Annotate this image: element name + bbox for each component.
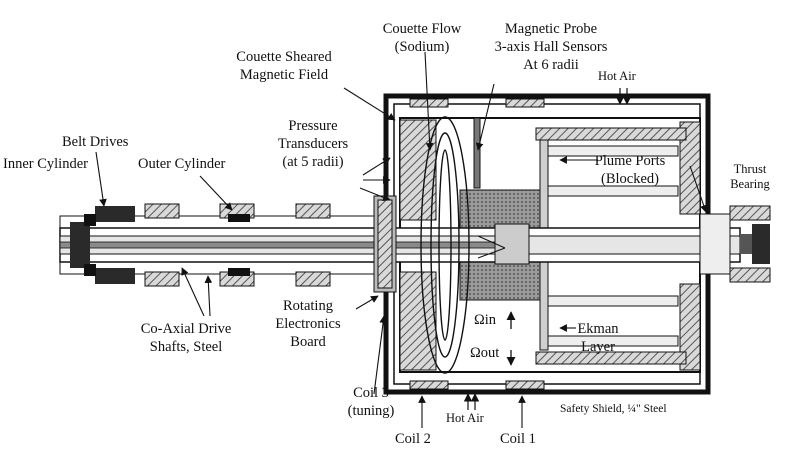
label-magnetic-probe: Magnetic Probe 3-axis Hall Sensors At 6 … [494,21,608,73]
label-pressure-transducers: Pressure Transducers (at 5 radii) [277,118,349,170]
label-couette-sheared-field: Couette Sheared Magnetic Field [236,49,332,83]
label-coaxial-drive-shafts: Co-Axial Drive Shafts, Steel [140,321,232,355]
coaxial-drive-shafts [59,215,741,275]
outer-cylinder-body [399,117,701,373]
coil-1-block-top [409,98,545,108]
label-safety-shield: Safety Shield, ¼" Steel [560,403,667,415]
label-coil-3: Coil 3 (tuning) [347,385,395,419]
shaft-bearing-blocks [70,203,331,287]
magnetic-field-lines [420,116,470,374]
plume-ports [547,145,679,347]
thrust-bearing-assembly [699,205,771,283]
label-ekman-layer: Ekman Layer [577,321,619,355]
seal-housing [373,195,397,293]
label-plume-ports: Plume Ports (Blocked) [594,153,666,187]
label-omega-out: Ωout [470,345,500,361]
label-hot-air-top: Hot Air [598,69,636,83]
label-rotating-electronics-board: Rotating Electronics Board [275,298,341,350]
leader-lines [95,51,708,428]
hot-air-top-arrows [615,88,632,105]
coil-blocks-bottom [409,380,545,390]
label-coil-2: Coil 2 [395,431,431,447]
label-hot-air-bottom: Hot Air [446,411,484,425]
label-thrust-bearing: Thrust Bearing [730,162,770,191]
label-outer-cylinder: Outer Cylinder [138,156,226,172]
magnetic-probe [473,117,530,265]
label-omega-in: Ωin [474,312,497,328]
label-inner-cylinder: Inner Cylinder [3,156,88,172]
label-coil-1: Coil 1 [500,431,536,447]
hot-air-bottom-arrows [463,393,480,410]
belt-pulleys [84,214,250,276]
label-belt-drives: Belt Drives [62,134,129,150]
label-couette-flow: Couette Flow (Sodium) [382,21,462,55]
